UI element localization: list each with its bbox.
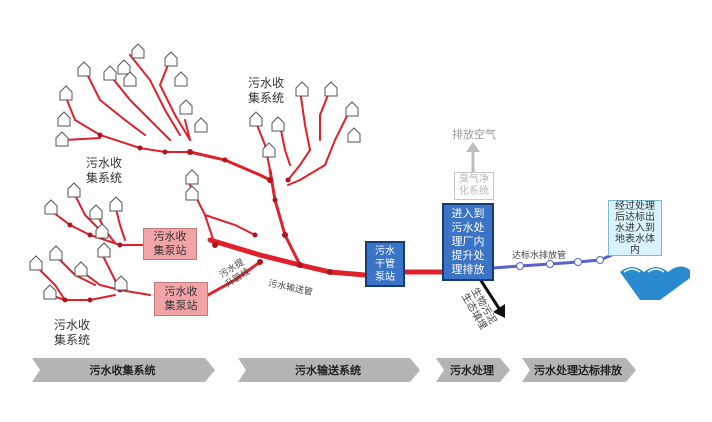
pump-station-box-2: 污水收 集泵站: [154, 282, 208, 316]
label-collection-mid: 污水收 集系统: [85, 156, 122, 185]
odor-purification-box: 臭气净 化系统: [454, 172, 494, 200]
label-collection-bottom: 污水收 集系统: [53, 318, 90, 347]
stage-transport: 污水输送系统: [295, 364, 361, 377]
label-air-discharge: 排放空气: [452, 128, 496, 141]
discharge-pipe: [492, 253, 613, 270]
pipe-joints: [62, 132, 333, 303]
sludge-arrow: [476, 275, 505, 318]
pipe-network: [34, 54, 448, 301]
water-body: [620, 266, 690, 300]
surface-water-box: 经过处理 后达标出 水进入到 地表水体 内: [608, 200, 662, 256]
treatment-plant-box: 进入到 污水处 理厂内 提升处 理排放: [442, 203, 494, 281]
stage-collection: 污水收集系统: [89, 364, 156, 377]
house-icons: [29, 43, 361, 300]
stage-bars: [32, 358, 636, 382]
pump-station-box-1: 污水收 集泵站: [143, 228, 197, 260]
stage-treatment: 污水处理: [450, 364, 494, 377]
label-collection-top: 污水收 集系统: [247, 76, 284, 105]
air-arrow: [466, 142, 480, 172]
stage-discharge: 污水处理达标排放: [534, 364, 622, 377]
trunk-pump-station-box: 污水 干管 泵站: [365, 241, 405, 287]
label-discharge-pipe: 达标水排放管: [512, 251, 567, 261]
